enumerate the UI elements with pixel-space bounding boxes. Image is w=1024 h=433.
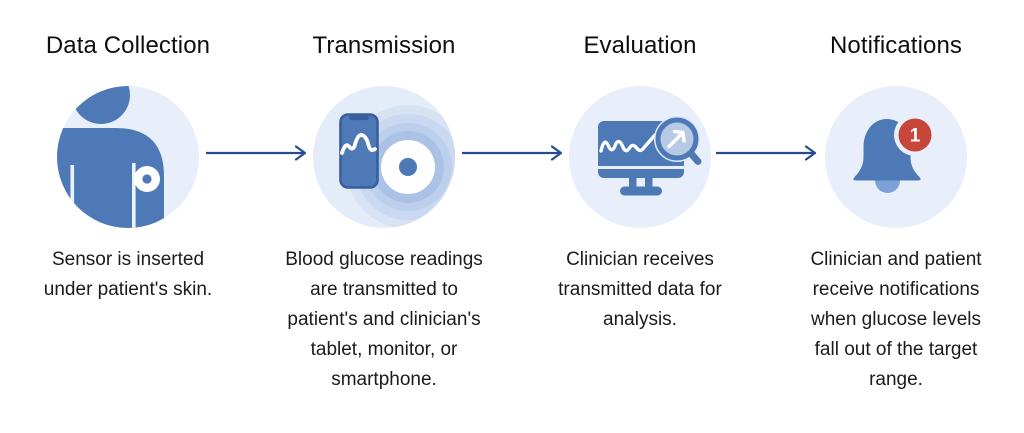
bell-clapper — [875, 180, 900, 193]
step-title: Notifications — [829, 32, 963, 59]
smartphone — [339, 113, 379, 189]
step-title: Evaluation — [583, 32, 697, 59]
flow-arrow-2 — [462, 145, 563, 161]
monitor-analysis-icon — [569, 86, 711, 228]
smartphone-signal-icon — [313, 86, 455, 228]
step-evaluation: Evaluation — [512, 0, 768, 433]
step-description: Blood glucose readings are transmitted t… — [285, 249, 483, 390]
step-description: Clinician and patient receive notificati… — [810, 249, 982, 390]
notification-badge-count: 1 — [910, 126, 921, 147]
step-icon-circle — [568, 85, 712, 229]
patient-head — [72, 86, 130, 124]
step-icon-circle: 1 — [824, 85, 968, 229]
step-icon-circle — [56, 85, 200, 229]
magnifier-trend-icon — [654, 116, 702, 165]
step-description: Clinician receives transmitted data for … — [558, 249, 722, 330]
step-notifications: Notifications 1 Clinician and patient re… — [768, 0, 1024, 433]
step-transmission: Transmission — [256, 0, 512, 433]
flow-arrow-3 — [716, 145, 817, 161]
flow-arrow-1 — [206, 145, 307, 161]
step-description: Sensor is inserted under patient's skin. — [43, 249, 213, 300]
step-data-collection: Data Collection Sensor is inserted under — [0, 0, 256, 433]
notification-badge — [898, 118, 932, 152]
patient-with-sensor-icon — [57, 86, 199, 228]
step-title: Data Collection — [45, 32, 211, 59]
step-icon-circle — [312, 85, 456, 229]
notification-bell-icon: 1 — [825, 86, 967, 228]
step-title: Transmission — [312, 32, 456, 59]
